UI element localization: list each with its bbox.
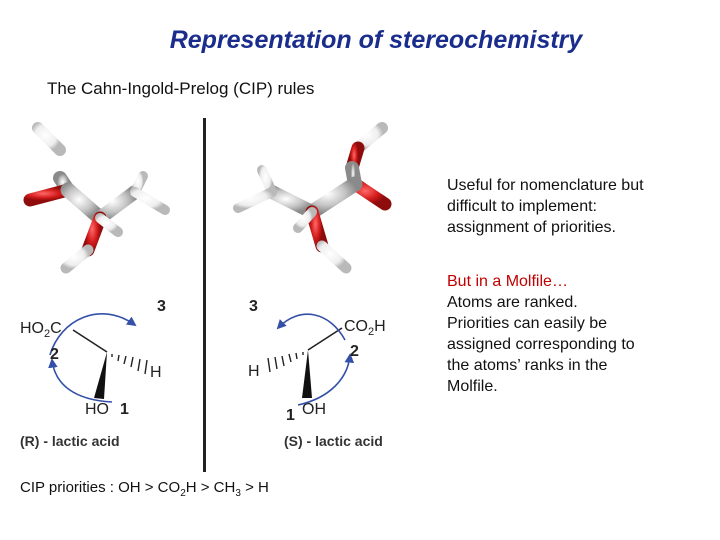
side-line: Priorities can easily be [447, 315, 608, 332]
right-rotation-arrow-upper [276, 313, 346, 341]
left-priority-2: 2 [50, 346, 59, 363]
side-line: the atoms’ ranks in the [447, 357, 608, 374]
side-line: Useful for nomenclature but [447, 177, 644, 194]
right-oh-label: OH [302, 401, 326, 418]
cip-note-prefix: CIP priorities : OH > CO [20, 479, 181, 496]
right-3d-model [233, 122, 392, 274]
side-paragraph-molfile: But in a Molfile… Atoms are ranked. Prio… [447, 271, 697, 397]
cip-note-suffix: > H [240, 479, 269, 496]
left-3d-model [23, 122, 170, 274]
side-paragraph-usefulness: Useful for nomenclature but difficult to… [447, 175, 697, 238]
mirror-plane [203, 118, 206, 472]
right-structure: CO2H H OH 3 2 1 (S) - lactic acid [248, 298, 386, 449]
cip-note-sub1: 2 [180, 488, 186, 499]
molfile-highlight: But in a Molfile… [447, 273, 568, 290]
left-priority-1: 1 [120, 401, 129, 418]
right-priority-2: 2 [350, 343, 359, 360]
slide-subtitle: The Cahn-Ingold-Prelog (CIP) rules [47, 79, 315, 98]
cip-note-sub2: 3 [235, 488, 241, 499]
left-wedge-bond [94, 352, 107, 399]
right-rotation-arrow-lower [297, 353, 355, 406]
right-priority-3: 3 [249, 298, 258, 315]
cip-priority-note: CIP priorities : OH > CO2H > CH3 > H [20, 479, 269, 499]
right-molecule-label: (S) - lactic acid [284, 433, 383, 449]
left-bond-co2h [72, 329, 108, 353]
right-hash-bond [267, 352, 304, 373]
left-priority-3: 3 [157, 298, 166, 315]
cip-note-mid: H > CH [185, 479, 236, 496]
side-line: Molfile. [447, 378, 498, 395]
side-line: assigned corresponding to [447, 336, 635, 353]
side-line: Atoms are ranked. [447, 294, 578, 311]
molfile-body: Atoms are ranked. Priorities can easily … [447, 292, 697, 397]
left-rotation-arrow-upper [49, 313, 137, 356]
left-oh-label: HO [85, 401, 109, 418]
side-line: difficult to implement: [447, 198, 597, 215]
left-molecule-label: (R) - lactic acid [20, 433, 120, 449]
right-priority-1: 1 [286, 407, 295, 424]
right-h-label: H [248, 363, 260, 380]
left-rotation-arrow-lower [48, 358, 113, 403]
side-line: assignment of priorities. [447, 219, 616, 236]
slide-title: Representation of stereochemistry [169, 26, 583, 54]
right-bond-co2h [307, 327, 343, 351]
left-hash-bond [111, 354, 148, 375]
left-structure: HO2C H HO 3 2 1 (R) - lactic acid [20, 298, 166, 449]
left-h-label: H [150, 364, 162, 381]
left-co2h-label: HO2C [20, 320, 62, 340]
right-co2h-label: CO2H [344, 318, 386, 338]
right-wedge-bond [302, 350, 312, 398]
